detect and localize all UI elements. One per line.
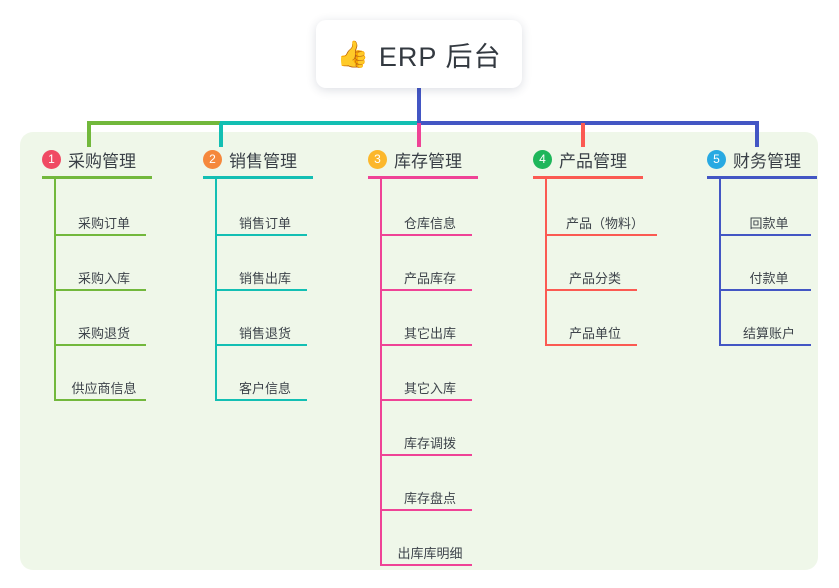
diagram-item-underline (545, 289, 637, 291)
diagram-item-label: 销售订单 (238, 216, 291, 231)
diagram-item-underline (215, 344, 307, 346)
column-underline-5 (707, 176, 817, 179)
column-badge-3: 3 (368, 149, 387, 169)
diagram-item-underline (545, 234, 657, 236)
diagram-item-underline (380, 399, 472, 401)
column-underline-4 (533, 176, 643, 179)
column-badge-2: 2 (203, 149, 222, 169)
diagram-item-underline (380, 509, 472, 511)
diagram-item-label: 采购入库 (77, 271, 130, 286)
column-underline-1 (42, 176, 152, 179)
diagram-item-underline (54, 399, 146, 401)
diagram-item-label: 销售退货 (238, 326, 291, 341)
diagram-item-underline (380, 454, 472, 456)
diagram-item-label: 其它入库 (403, 381, 456, 396)
diagram-item-label: 回款单 (749, 216, 789, 231)
diagram-item-label: 采购订单 (77, 216, 130, 231)
column-badge-1: 1 (42, 149, 61, 169)
column-header-2[interactable]: 2 销售管理 (203, 142, 313, 179)
diagram-item-underline (719, 289, 811, 291)
diagram-item-underline (380, 289, 472, 291)
diagram-item-underline (719, 344, 811, 346)
diagram-item-label: 产品（物料） (565, 216, 644, 231)
diagram-item-underline (215, 399, 307, 401)
diagram-panel (20, 132, 818, 570)
diagram-item-label: 产品单位 (568, 326, 621, 341)
column-title-4: 产品管理 (559, 151, 627, 171)
thumbs-up-icon: 👍 (336, 39, 369, 69)
diagram-item-underline (380, 564, 472, 566)
diagram-item-label: 出库库明细 (397, 546, 463, 561)
diagram-item-label: 库存盘点 (403, 491, 456, 506)
diagram-item-underline (54, 344, 146, 346)
diagram-item-underline (54, 289, 146, 291)
column-header-4[interactable]: 4 产品管理 (533, 142, 643, 179)
diagram-item-underline (215, 289, 307, 291)
diagram-item-label: 付款单 (749, 271, 789, 286)
diagram-item-label: 产品库存 (403, 271, 456, 286)
column-title-1: 采购管理 (68, 151, 136, 171)
diagram-column-2: 2 销售管理销售订单销售出库销售退货客户信息 (203, 142, 313, 401)
column-title-5: 财务管理 (733, 151, 801, 171)
column-header-1[interactable]: 1 采购管理 (42, 142, 152, 179)
diagram-item-label: 销售出库 (238, 271, 291, 286)
root-node[interactable]: 👍 ERP 后台 (316, 20, 522, 88)
diagram-item-label: 供应商信息 (71, 381, 137, 396)
diagram-item-underline (215, 234, 307, 236)
diagram-item-underline (380, 234, 472, 236)
diagram-item-underline (380, 344, 472, 346)
column-spine-3 (380, 179, 382, 564)
column-title-2: 销售管理 (229, 151, 297, 171)
column-underline-3 (368, 176, 478, 179)
diagram-column-5: 5 财务管理回款单付款单结算账户 (707, 142, 817, 346)
diagram-column-4: 4 产品管理产品（物料） 产品分类产品单位 (533, 142, 657, 346)
column-badge-4: 4 (533, 149, 552, 169)
column-header-5[interactable]: 5 财务管理 (707, 142, 817, 179)
diagram-item-label: 客户信息 (238, 381, 291, 396)
column-title-3: 库存管理 (394, 151, 462, 171)
diagram-item-label: 采购退货 (77, 326, 130, 341)
column-header-3[interactable]: 3 库存管理 (368, 142, 478, 179)
diagram-item-label: 库存调拨 (403, 436, 456, 451)
diagram-item-underline (545, 344, 637, 346)
column-spine-5 (719, 179, 721, 344)
diagram-item-label: 仓库信息 (403, 216, 456, 231)
diagram-item-label: 产品分类 (568, 271, 621, 286)
root-node-label: ERP 后台 (378, 41, 502, 72)
column-spine-4 (545, 179, 547, 344)
diagram-column-1: 1 采购管理采购订单采购入库采购退货供应商信息 (42, 142, 152, 401)
column-underline-2 (203, 176, 313, 179)
diagram-item-underline (719, 234, 811, 236)
diagram-item-underline (54, 234, 146, 236)
diagram-item-label: 其它出库 (403, 326, 456, 341)
diagram-item-label: 结算账户 (742, 326, 795, 341)
diagram-column-3: 3 库存管理仓库信息产品库存其它出库其它入库库存调拨库存盘点出库库明细 (368, 142, 478, 566)
column-badge-5: 5 (707, 149, 726, 169)
